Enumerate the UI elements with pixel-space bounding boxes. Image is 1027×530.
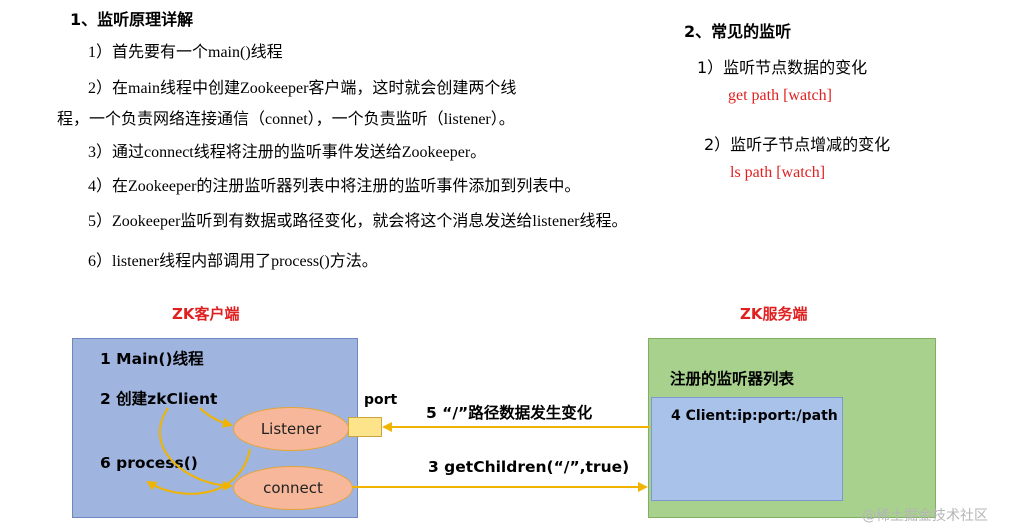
connect-label: connect [263, 479, 323, 497]
step2-text-b: 程，一个负责网络连接通信（connet），一个负责监听（listener）。 [57, 111, 515, 128]
listener-thread: Listener [233, 407, 349, 451]
step1-text: 1）首先要有一个main()线程 [88, 44, 283, 61]
step3-text: 3）通过connect线程将注册的监听事件发送给Zookeeper。 [88, 144, 487, 161]
watch-command-2: ls path [watch] [730, 164, 826, 181]
registry-entry: 4 Client:ip:port:/path [671, 408, 838, 424]
listener-label: Listener [260, 420, 322, 438]
registry-title: 注册的监听器列表 [670, 370, 795, 388]
watermark: @稀土掘金技术社区 [862, 508, 988, 524]
process-label: 6 process() [100, 454, 198, 472]
watch-command-1: get path [watch] [728, 87, 832, 104]
path-change-label: 5 “/”路径数据发生变化 [426, 404, 593, 422]
step6-text: 6）listener线程内部调用了process()方法。 [88, 253, 378, 270]
watch-item-2: 2）监听子节点增减的变化 [704, 135, 891, 154]
client-label: ZK客户端 [172, 305, 240, 323]
create-client-label: 2 创建zkClient [100, 390, 218, 408]
step4-text: 4）在Zookeeper的注册监听器列表中将注册的监听事件添加到列表中。 [88, 178, 581, 195]
port-label: port [364, 392, 398, 408]
section1-title: 1、监听原理详解 [70, 10, 194, 29]
step5-text: 5）Zookeeper监听到有数据或路径变化，就会将这个消息发送给listene… [88, 213, 628, 230]
section2-title: 2、常见的监听 [684, 22, 792, 41]
get-children-label: 3 getChildren(“/”,true) [428, 458, 630, 476]
listener-registry-box [651, 397, 843, 501]
watch-item-1: 1）监听节点数据的变化 [697, 58, 868, 77]
server-label: ZK服务端 [740, 305, 808, 323]
port-box [348, 417, 382, 437]
main-thread-label: 1 Main()线程 [100, 350, 204, 368]
connect-thread: connect [233, 466, 353, 510]
step2-text-a: 2）在main线程中创建Zookeeper客户端，这时就会创建两个线 [88, 80, 517, 97]
